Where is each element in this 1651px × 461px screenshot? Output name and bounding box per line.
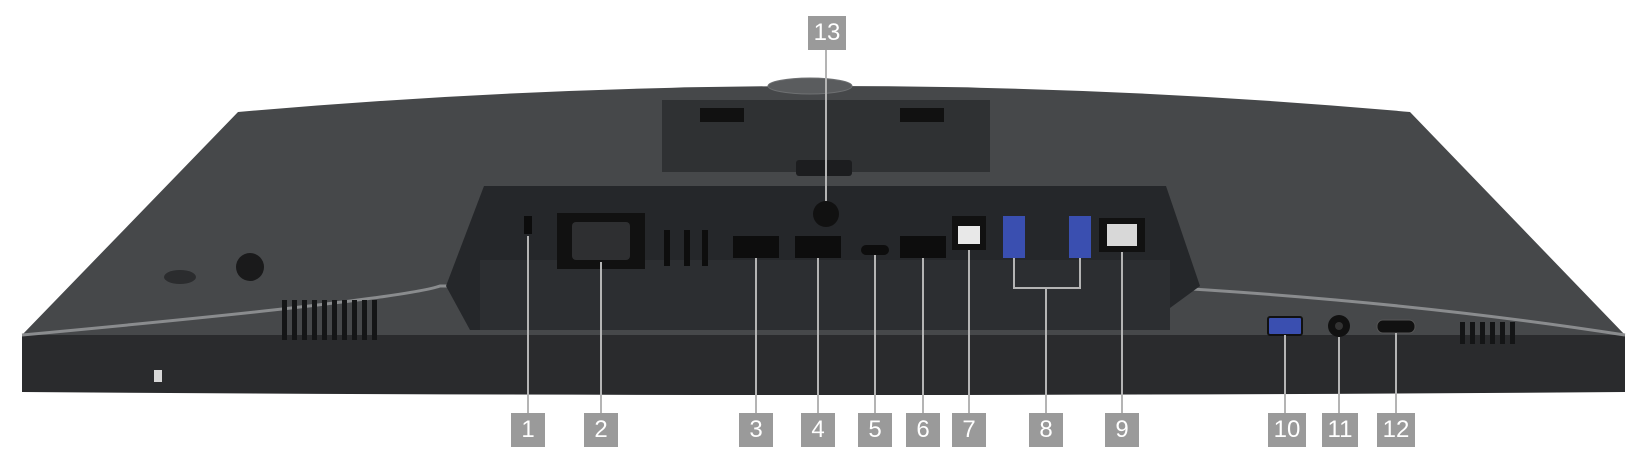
monitor-bottom-edge bbox=[22, 335, 1625, 395]
service-tag-label bbox=[154, 370, 162, 382]
leader-lines bbox=[527, 50, 1397, 413]
callout-9-label: 9 bbox=[1105, 413, 1139, 447]
usb-a-quick-access-port bbox=[1267, 316, 1303, 336]
callout-13-label: 13 bbox=[808, 16, 846, 50]
right-vent bbox=[1460, 322, 1515, 344]
displayport-out bbox=[900, 236, 946, 258]
callout-1-label: 1 bbox=[511, 413, 545, 447]
left-vent bbox=[282, 300, 377, 340]
usb-c-quick-access-port bbox=[1376, 319, 1416, 334]
dell-logo bbox=[767, 77, 853, 95]
usb-c-port bbox=[861, 245, 889, 255]
callout-10-label: 10 bbox=[1268, 413, 1306, 447]
usb-a-downstream-port-1 bbox=[1003, 216, 1025, 258]
callout-8-label: 8 bbox=[1029, 413, 1063, 447]
security-lock-slot bbox=[524, 216, 532, 234]
stand-mount-slot-left bbox=[700, 108, 744, 122]
stand-lock-tab bbox=[796, 160, 852, 176]
usb-a-downstream-port-2 bbox=[1069, 216, 1091, 258]
callout-7-label: 7 bbox=[952, 413, 986, 447]
power-button bbox=[164, 270, 196, 284]
cable-clip-slots bbox=[664, 230, 708, 266]
power-connector-socket bbox=[572, 222, 630, 260]
callout-3-label: 3 bbox=[739, 413, 773, 447]
callout-2-label: 2 bbox=[584, 413, 618, 447]
rj45-socket bbox=[1107, 224, 1137, 246]
audio-jack-inner bbox=[1335, 322, 1343, 330]
callout-5-label: 5 bbox=[858, 413, 892, 447]
joystick bbox=[236, 253, 264, 281]
stand-release-button bbox=[813, 201, 839, 227]
usb-b-socket bbox=[958, 226, 980, 244]
io-recess-inner bbox=[480, 260, 1170, 330]
hdmi-port bbox=[733, 236, 779, 258]
displayport-in bbox=[795, 236, 841, 258]
callout-6-label: 6 bbox=[906, 413, 940, 447]
stand-mount-slot-right bbox=[900, 108, 944, 122]
callout-12-label: 12 bbox=[1377, 413, 1415, 447]
callout-4-label: 4 bbox=[801, 413, 835, 447]
callout-11-label: 11 bbox=[1322, 413, 1358, 447]
